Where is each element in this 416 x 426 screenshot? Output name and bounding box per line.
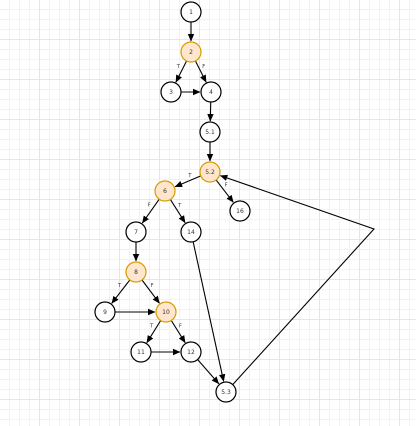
node-label: 1	[189, 9, 193, 16]
node-5-1[interactable]: 5.1	[199, 121, 221, 143]
node-label: 9	[103, 309, 107, 316]
node-10[interactable]: 10	[155, 301, 177, 323]
edge-label-6-to-7: F	[148, 203, 151, 209]
edge-2-to-3	[175, 60, 188, 83]
node-circle	[229, 200, 251, 222]
node-circle	[199, 161, 221, 183]
node-11[interactable]: 11	[130, 341, 152, 363]
node-12[interactable]: 12	[180, 341, 202, 363]
edge-label-52-to-16: F	[225, 183, 228, 189]
edge-label-52-to-6: T	[187, 173, 192, 179]
node-circle	[180, 41, 202, 63]
edge-6-to-7	[141, 198, 160, 224]
node-label: 2	[189, 49, 193, 56]
edge-14-to-53	[192, 241, 226, 382]
node-9[interactable]: 9	[94, 301, 116, 323]
edge-8-to-9	[111, 279, 131, 304]
node-label: 14	[187, 229, 195, 236]
node-label: 8	[134, 269, 138, 276]
node-1[interactable]: 1	[180, 1, 202, 23]
node-circle	[199, 121, 221, 143]
edge-6-to-14	[169, 199, 186, 224]
node-label: 5.1	[205, 129, 215, 136]
node-label: 16	[236, 208, 244, 215]
node-2[interactable]: 2	[180, 41, 202, 63]
edge-label-8-to-9: T	[117, 283, 122, 289]
node-circle	[200, 81, 222, 103]
edge-label-6-to-14: T	[177, 203, 182, 209]
node-7[interactable]: 7	[125, 221, 147, 243]
node-circle	[180, 341, 202, 363]
edge-53-to-52	[219, 174, 375, 385]
node-circle	[154, 180, 176, 202]
edge-52-to-16	[215, 179, 234, 203]
node-circle	[125, 221, 147, 243]
edge-10-to-11	[146, 320, 162, 344]
node-circle	[180, 221, 202, 243]
edge-2-to-4	[194, 60, 207, 83]
node-3[interactable]: 3	[160, 81, 182, 103]
node-label: 6	[163, 188, 167, 195]
node-label: 11	[137, 349, 145, 356]
node-label: 7	[134, 229, 138, 236]
node-14[interactable]: 14	[180, 221, 202, 243]
edge-label-2-to-4: F	[202, 64, 205, 70]
node-16[interactable]: 16	[229, 200, 251, 222]
node-5-2[interactable]: 5.2	[199, 161, 221, 183]
node-circle	[155, 301, 177, 323]
node-label: 12	[187, 349, 195, 356]
node-circle	[125, 261, 147, 283]
edge-label-2-to-3: T	[176, 64, 181, 70]
edges-layer	[111, 22, 375, 385]
edge-labels-layer: T F T F F T T F T F	[117, 64, 228, 329]
edge-12-to-53	[197, 359, 220, 385]
edge-52-to-6	[174, 175, 202, 188]
node-4[interactable]: 4	[200, 81, 222, 103]
node-label: 4	[209, 89, 213, 96]
node-circle	[94, 301, 116, 323]
node-label: 5.3	[221, 389, 231, 396]
node-label: 5.2	[205, 169, 215, 176]
node-label: 3	[169, 89, 173, 96]
node-label: 10	[162, 309, 170, 316]
edge-label-10-to-12: F	[179, 324, 182, 330]
edge-10-to-12	[170, 320, 186, 344]
node-8[interactable]: 8	[125, 261, 147, 283]
edge-8-to-10	[141, 279, 160, 304]
node-circle	[215, 381, 237, 403]
node-circle	[130, 341, 152, 363]
node-6[interactable]: 6	[154, 180, 176, 202]
node-circle	[180, 1, 202, 23]
node-circle	[160, 81, 182, 103]
edge-label-10-to-11: T	[149, 324, 154, 330]
edge-label-8-to-10: F	[151, 283, 154, 289]
node-5-3[interactable]: 5.3	[215, 381, 237, 403]
